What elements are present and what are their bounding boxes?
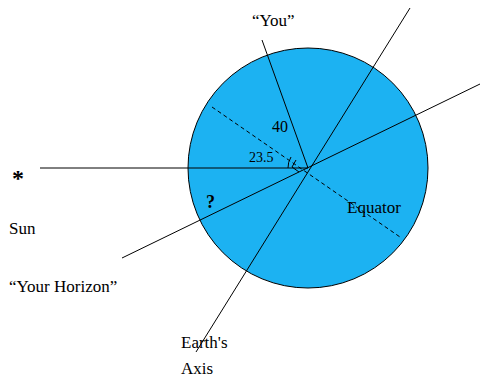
equator-label: Equator bbox=[347, 199, 401, 216]
axis-label: Axis bbox=[181, 360, 213, 377]
sun-symbol: * bbox=[12, 166, 24, 190]
angle-label: 40 bbox=[272, 119, 288, 135]
angle-label: 23.5 bbox=[249, 151, 274, 165]
sun-ray bbox=[40, 168, 308, 169]
sun-label: Sun bbox=[9, 220, 35, 237]
right-angle-mark bbox=[292, 160, 299, 172]
zenith-line bbox=[262, 40, 308, 168]
horizon-line bbox=[122, 84, 480, 258]
earth-axis bbox=[196, 8, 410, 352]
you-label: “You” bbox=[252, 12, 295, 29]
unknown-angle: ? bbox=[206, 193, 215, 211]
angle-arc bbox=[288, 157, 291, 168]
axis-label: Earth's bbox=[181, 334, 228, 351]
equator-line bbox=[212, 107, 400, 237]
horizon-label: “Your Horizon” bbox=[9, 278, 117, 295]
